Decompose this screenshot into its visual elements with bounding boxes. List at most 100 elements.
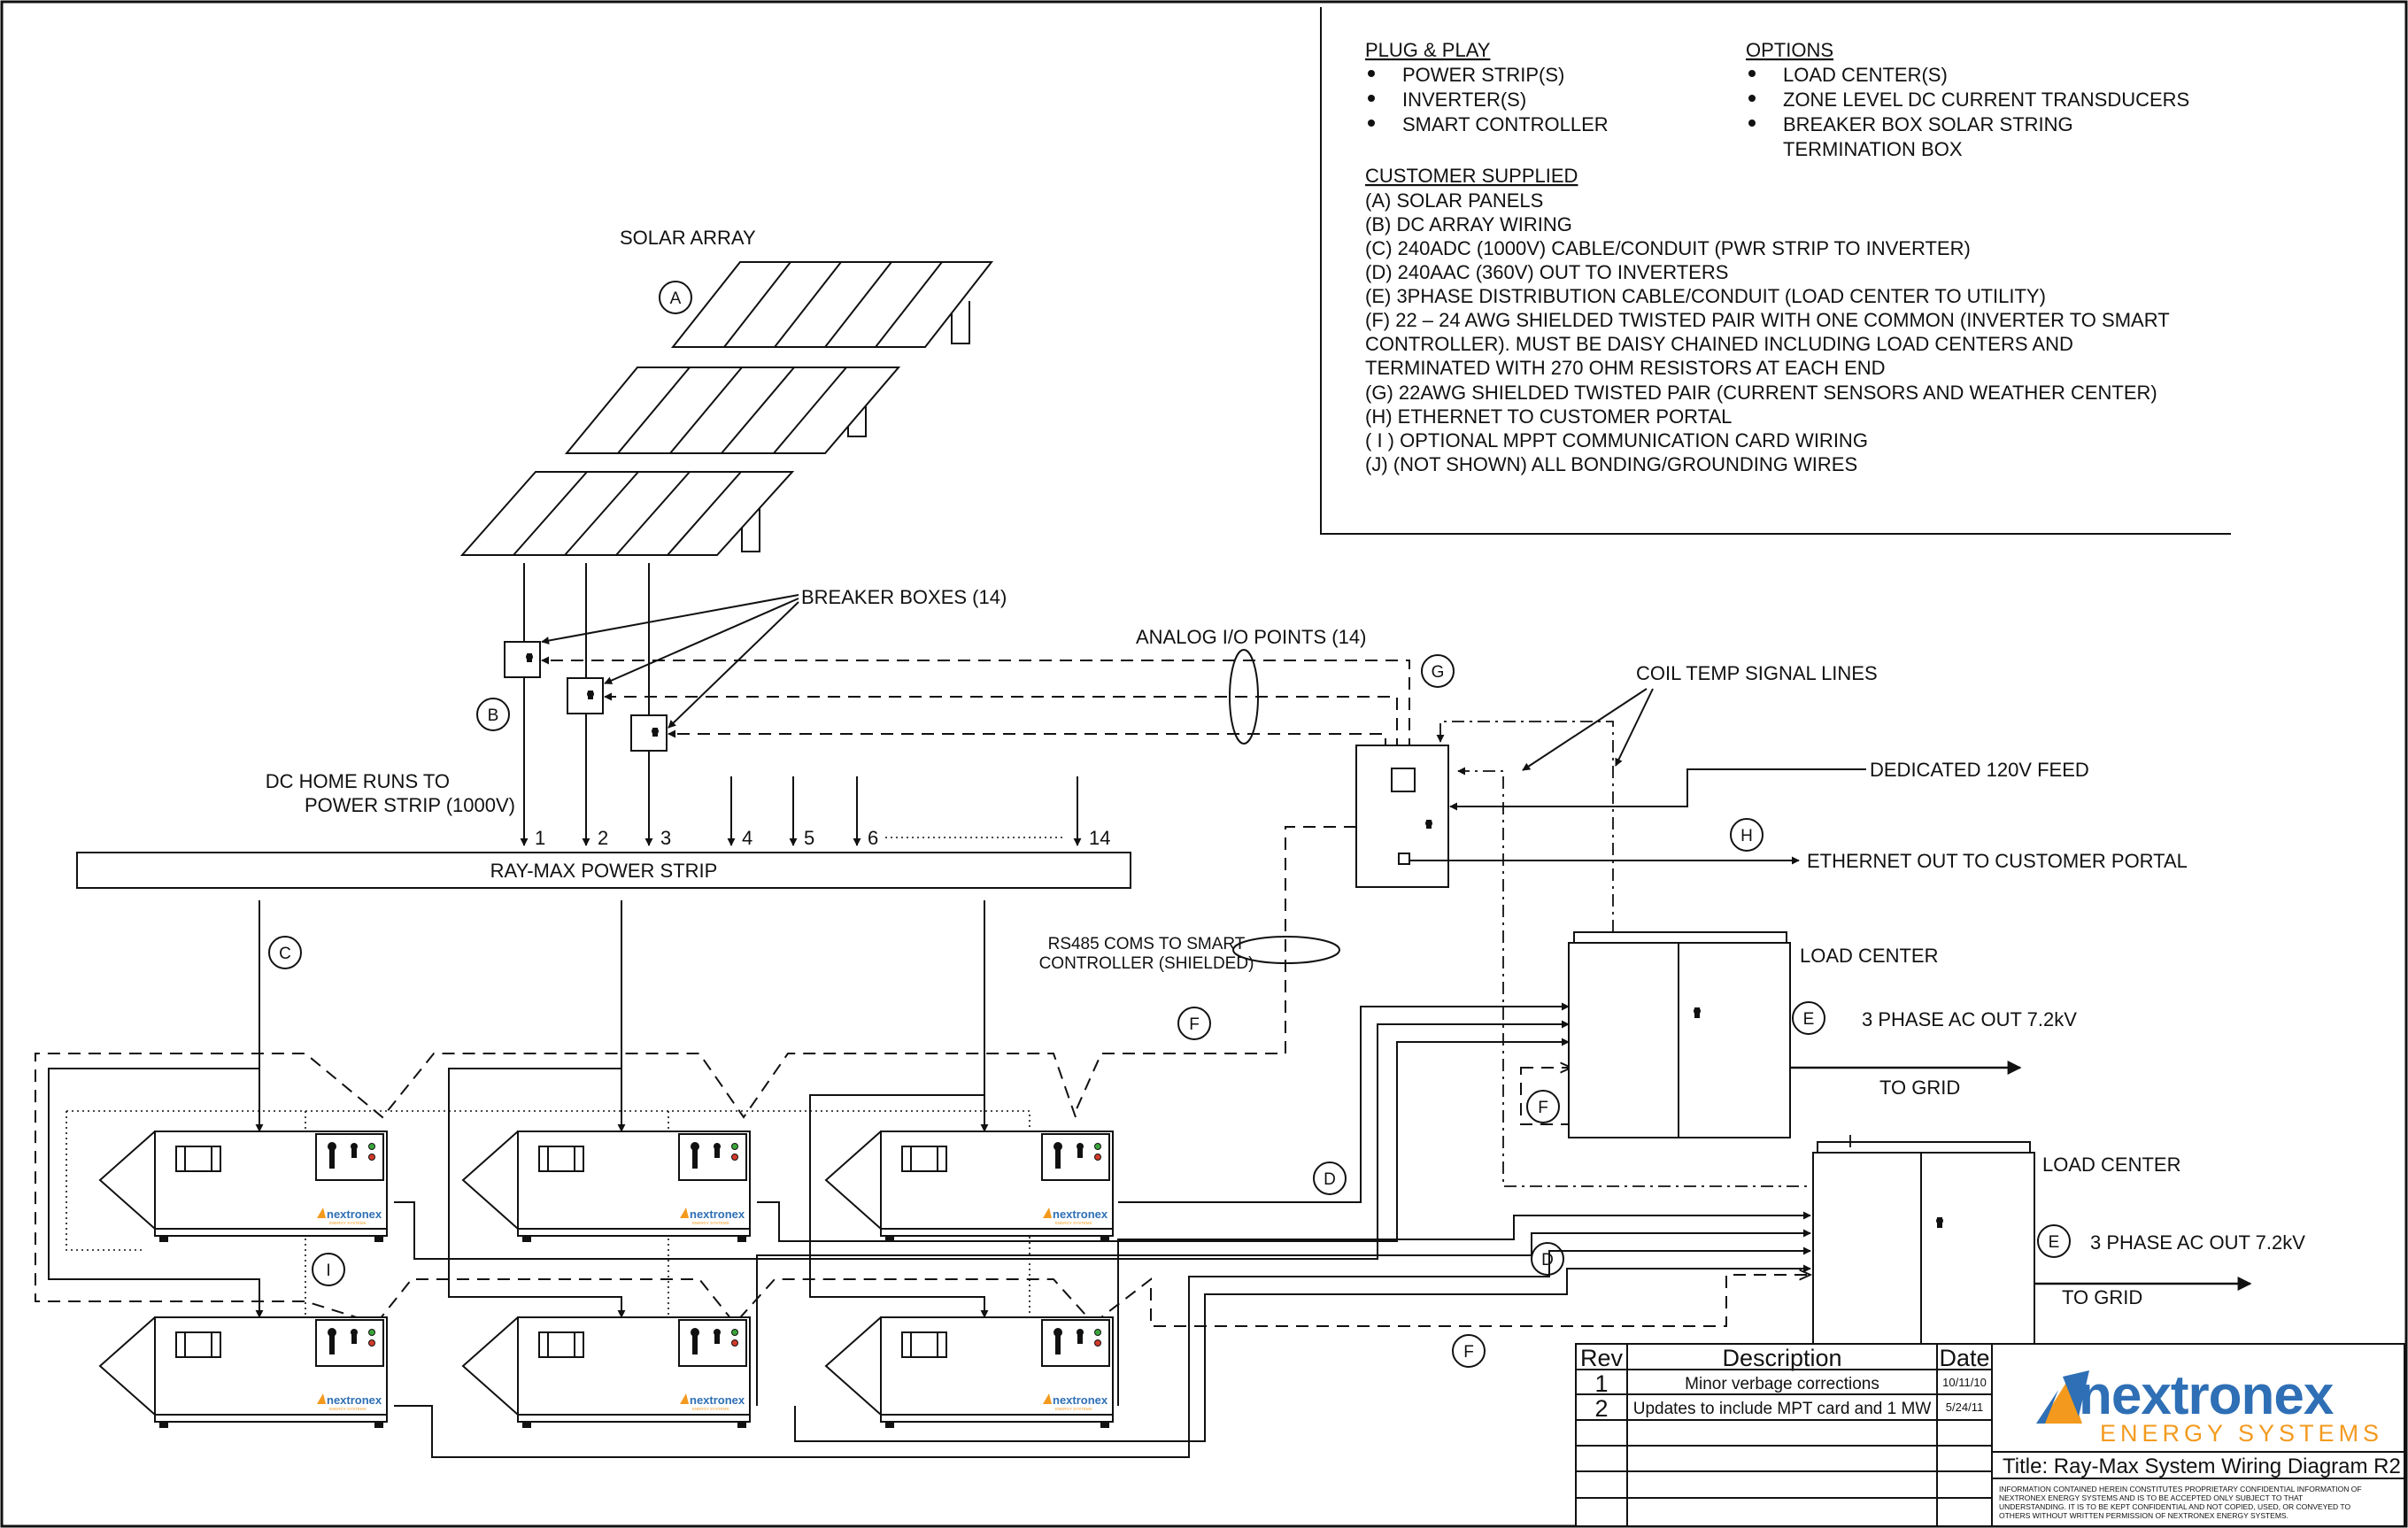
inverter-control-panel [1041, 1319, 1110, 1367]
inverter-display [175, 1146, 221, 1172]
rs485-line [1075, 826, 1356, 1112]
breaker-box [630, 714, 668, 752]
option-item: BREAKER BOX SOLAR STRING [1783, 113, 2073, 135]
svg-text:1: 1 [535, 827, 545, 849]
revision-number: 2 [1594, 1395, 1608, 1422]
inverter-brand-tagline: ENERGY SYSTEMS [329, 1407, 367, 1411]
customer-supplied-list: (A) SOLAR PANELS (B) DC ARRAY WIRING (C)… [1365, 189, 2170, 475]
options-list: LOAD CENTER(S) ZONE LEVEL DC CURRENT TRA… [1748, 64, 2189, 160]
customer-line: (F) 22 – 24 AWG SHIELDED TWISTED PAIR WI… [1365, 309, 2170, 331]
revision-date: 5/24/11 [1946, 1401, 1983, 1414]
callout-c: C [268, 936, 302, 969]
callout-h: H [1730, 818, 1764, 852]
inverter-brand-tagline: ENERGY SYSTEMS [692, 1221, 729, 1225]
plug-item: POWER STRIP(S) [1402, 64, 1564, 86]
inverter-brand: nextronex [1053, 1208, 1108, 1221]
svg-text:NEXTRONEX ENERGY SYSTEMS AND I: NEXTRONEX ENERGY SYSTEMS AND IS TO BE AC… [1999, 1493, 2303, 1502]
load-center: LOAD CENTER 3 PHASE AC OUT 7.2kV TO GRID [1568, 931, 2077, 1138]
callout-b: B [476, 698, 510, 731]
solar-panel [459, 471, 795, 556]
option-item: ZONE LEVEL DC CURRENT TRANSDUCERS [1783, 89, 2189, 111]
breaker-box [504, 641, 541, 678]
customer-line: (C) 240ADC (1000V) CABLE/CONDUIT (PWR ST… [1365, 237, 1971, 259]
revision-description: Minor verbage corrections [1685, 1375, 1879, 1393]
solar-panel [564, 367, 901, 454]
svg-text:4: 4 [742, 827, 752, 849]
drawing-title: Title: Ray-Max System Wiring Diagram R2 [2003, 1455, 2401, 1478]
customer-line: (J) (NOT SHOWN) ALL BONDING/GROUNDING WI… [1365, 453, 1857, 475]
inverter-brand: nextronex [327, 1208, 382, 1221]
svg-text:RAY-MAX POWER STRIP: RAY-MAX POWER STRIP [490, 860, 718, 882]
ac-out-label: 3 PHASE AC OUT 7.2kV [1862, 1008, 2077, 1030]
strip-to-inverter-feeds [48, 900, 989, 1318]
callout-i: I [312, 1253, 345, 1286]
svg-text:3: 3 [660, 827, 671, 849]
analog-io-lines [541, 649, 1410, 751]
solar-array [459, 261, 994, 556]
svg-text:D: D [1324, 1170, 1336, 1189]
inverter-handle [329, 1146, 335, 1169]
status-led-red [731, 1339, 738, 1347]
inverter-display [901, 1331, 947, 1358]
ac-out-label: 3 PHASE AC OUT 7.2kV [2090, 1231, 2305, 1254]
option-item: TERMINATION BOX [1783, 138, 1963, 160]
nextronex-logo: nextronex ENERGY SYSTEMS [2036, 1365, 2379, 1447]
callout-g: G [1421, 654, 1455, 688]
load-center: LOAD CENTER 3 PHASE AC OUT 7.2kV TO GRID [1812, 1141, 2305, 1348]
svg-text:INFORMATION CONTAINED HEREIN C: INFORMATION CONTAINED HEREIN CONSTITUTES… [1999, 1485, 2362, 1493]
analog-io-label: ANALOG I/O POINTS (14) [1136, 626, 1366, 648]
inverter-handle [1055, 1146, 1061, 1169]
svg-text:G: G [1432, 663, 1445, 682]
svg-text:C: C [279, 945, 291, 963]
customer-line: ( I ) OPTIONAL MPPT COMMUNICATION CARD W… [1365, 429, 1868, 451]
ethernet-out-label: ETHERNET OUT TO CUSTOMER PORTAL [1807, 850, 2188, 872]
logo-wordmark: nextronex [2079, 1365, 2335, 1426]
svg-text:6: 6 [868, 827, 878, 849]
svg-text:E: E [2049, 1233, 2060, 1252]
inverter-handle [1055, 1331, 1061, 1354]
power-strip: RAY-MAX POWER STRIP [76, 852, 1131, 889]
status-led-green [368, 1143, 375, 1150]
svg-text:14: 14 [1089, 827, 1110, 849]
inverter-display [538, 1146, 584, 1172]
status-led-green [1094, 1143, 1101, 1150]
inverter-brand: nextronex [327, 1393, 382, 1407]
load-center-label: LOAD CENTER [2042, 1154, 2180, 1176]
inverter-brand: nextronex [690, 1393, 745, 1407]
svg-text:UNDERSTANDING. IT IS TO BE KEP: UNDERSTANDING. IT IS TO BE KEPT CONFIDEN… [1999, 1502, 2350, 1511]
plug-and-play-list: POWER STRIP(S) INVERTER(S) SMART CONTROL… [1368, 64, 1609, 135]
svg-text:F: F [1463, 1343, 1474, 1362]
dedicated-feed-label: DEDICATED 120V FEED [1870, 759, 2089, 781]
solar-panel [670, 261, 994, 348]
inverter-display [175, 1331, 221, 1358]
plug-item: INVERTER(S) [1402, 89, 1526, 111]
svg-text:F: F [1189, 1015, 1200, 1034]
status-led-red [1094, 1339, 1101, 1347]
customer-line: TERMINATED WITH 270 OHM RESISTORS AT EAC… [1365, 357, 1886, 379]
status-led-green [1094, 1329, 1101, 1336]
customer-line: (H) ETHERNET TO CUSTOMER PORTAL [1365, 405, 1732, 428]
title-block: Rev Description Date 1 Minor verbage cor… [1575, 1343, 2405, 1527]
mppt-wiring [66, 1110, 1030, 1317]
revision-description: Updates to include MPT card and 1 MW [1633, 1400, 1932, 1418]
notes-box: PLUG & PLAY POWER STRIP(S) INVERTER(S) S… [1320, 7, 2231, 535]
breaker-leaders [541, 594, 799, 729]
callout-e: E [1792, 1001, 1825, 1035]
disclaimer: INFORMATION CONTAINED HEREIN CONSTITUTES… [1999, 1485, 2362, 1520]
options-title: OPTIONS [1746, 39, 1833, 61]
customer-line: (G) 22AWG SHIELDED TWISTED PAIR (CURRENT… [1365, 382, 2157, 404]
inverter-brand: nextronex [1053, 1393, 1108, 1407]
callout-d: D [1531, 1242, 1564, 1276]
rs485-label: RS485 COMS TO SMART [1048, 935, 1246, 953]
inverter-brand-tagline: ENERGY SYSTEMS [1055, 1221, 1092, 1225]
customer-supplied-title: CUSTOMER SUPPLIED [1365, 165, 1578, 187]
inverter-handle [692, 1331, 698, 1354]
rs485-label: CONTROLLER (SHIELDED) [1039, 954, 1254, 973]
svg-text:OTHERS WITHOUT WRITTEN PERMISS: OTHERS WITHOUT WRITTEN PERMISSION OF NEX… [1999, 1511, 2288, 1520]
svg-text:F: F [1538, 1099, 1548, 1117]
